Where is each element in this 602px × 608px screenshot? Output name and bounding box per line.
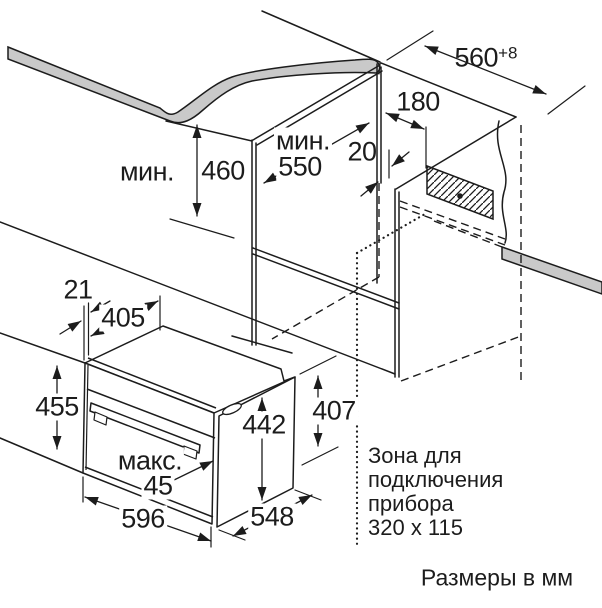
dim-596: 596 bbox=[119, 503, 167, 534]
dim-560-tolerance: +8 bbox=[498, 43, 518, 63]
dim-21: 21 bbox=[63, 274, 93, 305]
right-worktop-strip bbox=[501, 245, 602, 295]
zone-note-line3: прибора bbox=[368, 491, 454, 516]
dim-548: 548 bbox=[248, 501, 296, 532]
zone-note-line2: подключения bbox=[368, 467, 504, 492]
dim-min460-value: 460 bbox=[201, 155, 245, 186]
extension-lines bbox=[82, 30, 586, 548]
zone-note-line1: Зона для bbox=[368, 443, 462, 468]
side-grip-hole bbox=[222, 402, 242, 416]
zone-boundary-dotted bbox=[355, 212, 427, 547]
dim-407: 407 bbox=[310, 395, 358, 426]
dim-405: 405 bbox=[99, 302, 147, 333]
connection-point-dot bbox=[457, 193, 463, 199]
dim-max45-value: 45 bbox=[141, 470, 175, 501]
dim-max45-prefix: макс. bbox=[115, 445, 185, 476]
dim-20: 20 bbox=[347, 136, 377, 167]
dim-min550-prefix: мин. bbox=[273, 125, 333, 156]
dim-455: 455 bbox=[33, 391, 81, 422]
zone-note-size: 320 x 115 bbox=[368, 515, 464, 540]
dim-560: 560+8 bbox=[454, 42, 518, 73]
connection-zone-note: Зона для подключения прибора 320 x 115 bbox=[368, 444, 503, 540]
countertop-strip bbox=[7, 45, 381, 124]
cabinet-lines bbox=[0, 10, 517, 474]
dim-min460-prefix: мин. bbox=[119, 156, 175, 187]
dim-442: 442 bbox=[240, 409, 288, 440]
dim-min550-value: 550 bbox=[276, 151, 324, 182]
break-line bbox=[496, 120, 507, 244]
dim-180: 180 bbox=[396, 86, 440, 117]
oven-handle bbox=[89, 402, 201, 460]
units-note: Размеры в мм bbox=[420, 564, 574, 591]
connection-zone-hatch bbox=[426, 164, 494, 221]
hidden-lines bbox=[271, 125, 522, 382]
